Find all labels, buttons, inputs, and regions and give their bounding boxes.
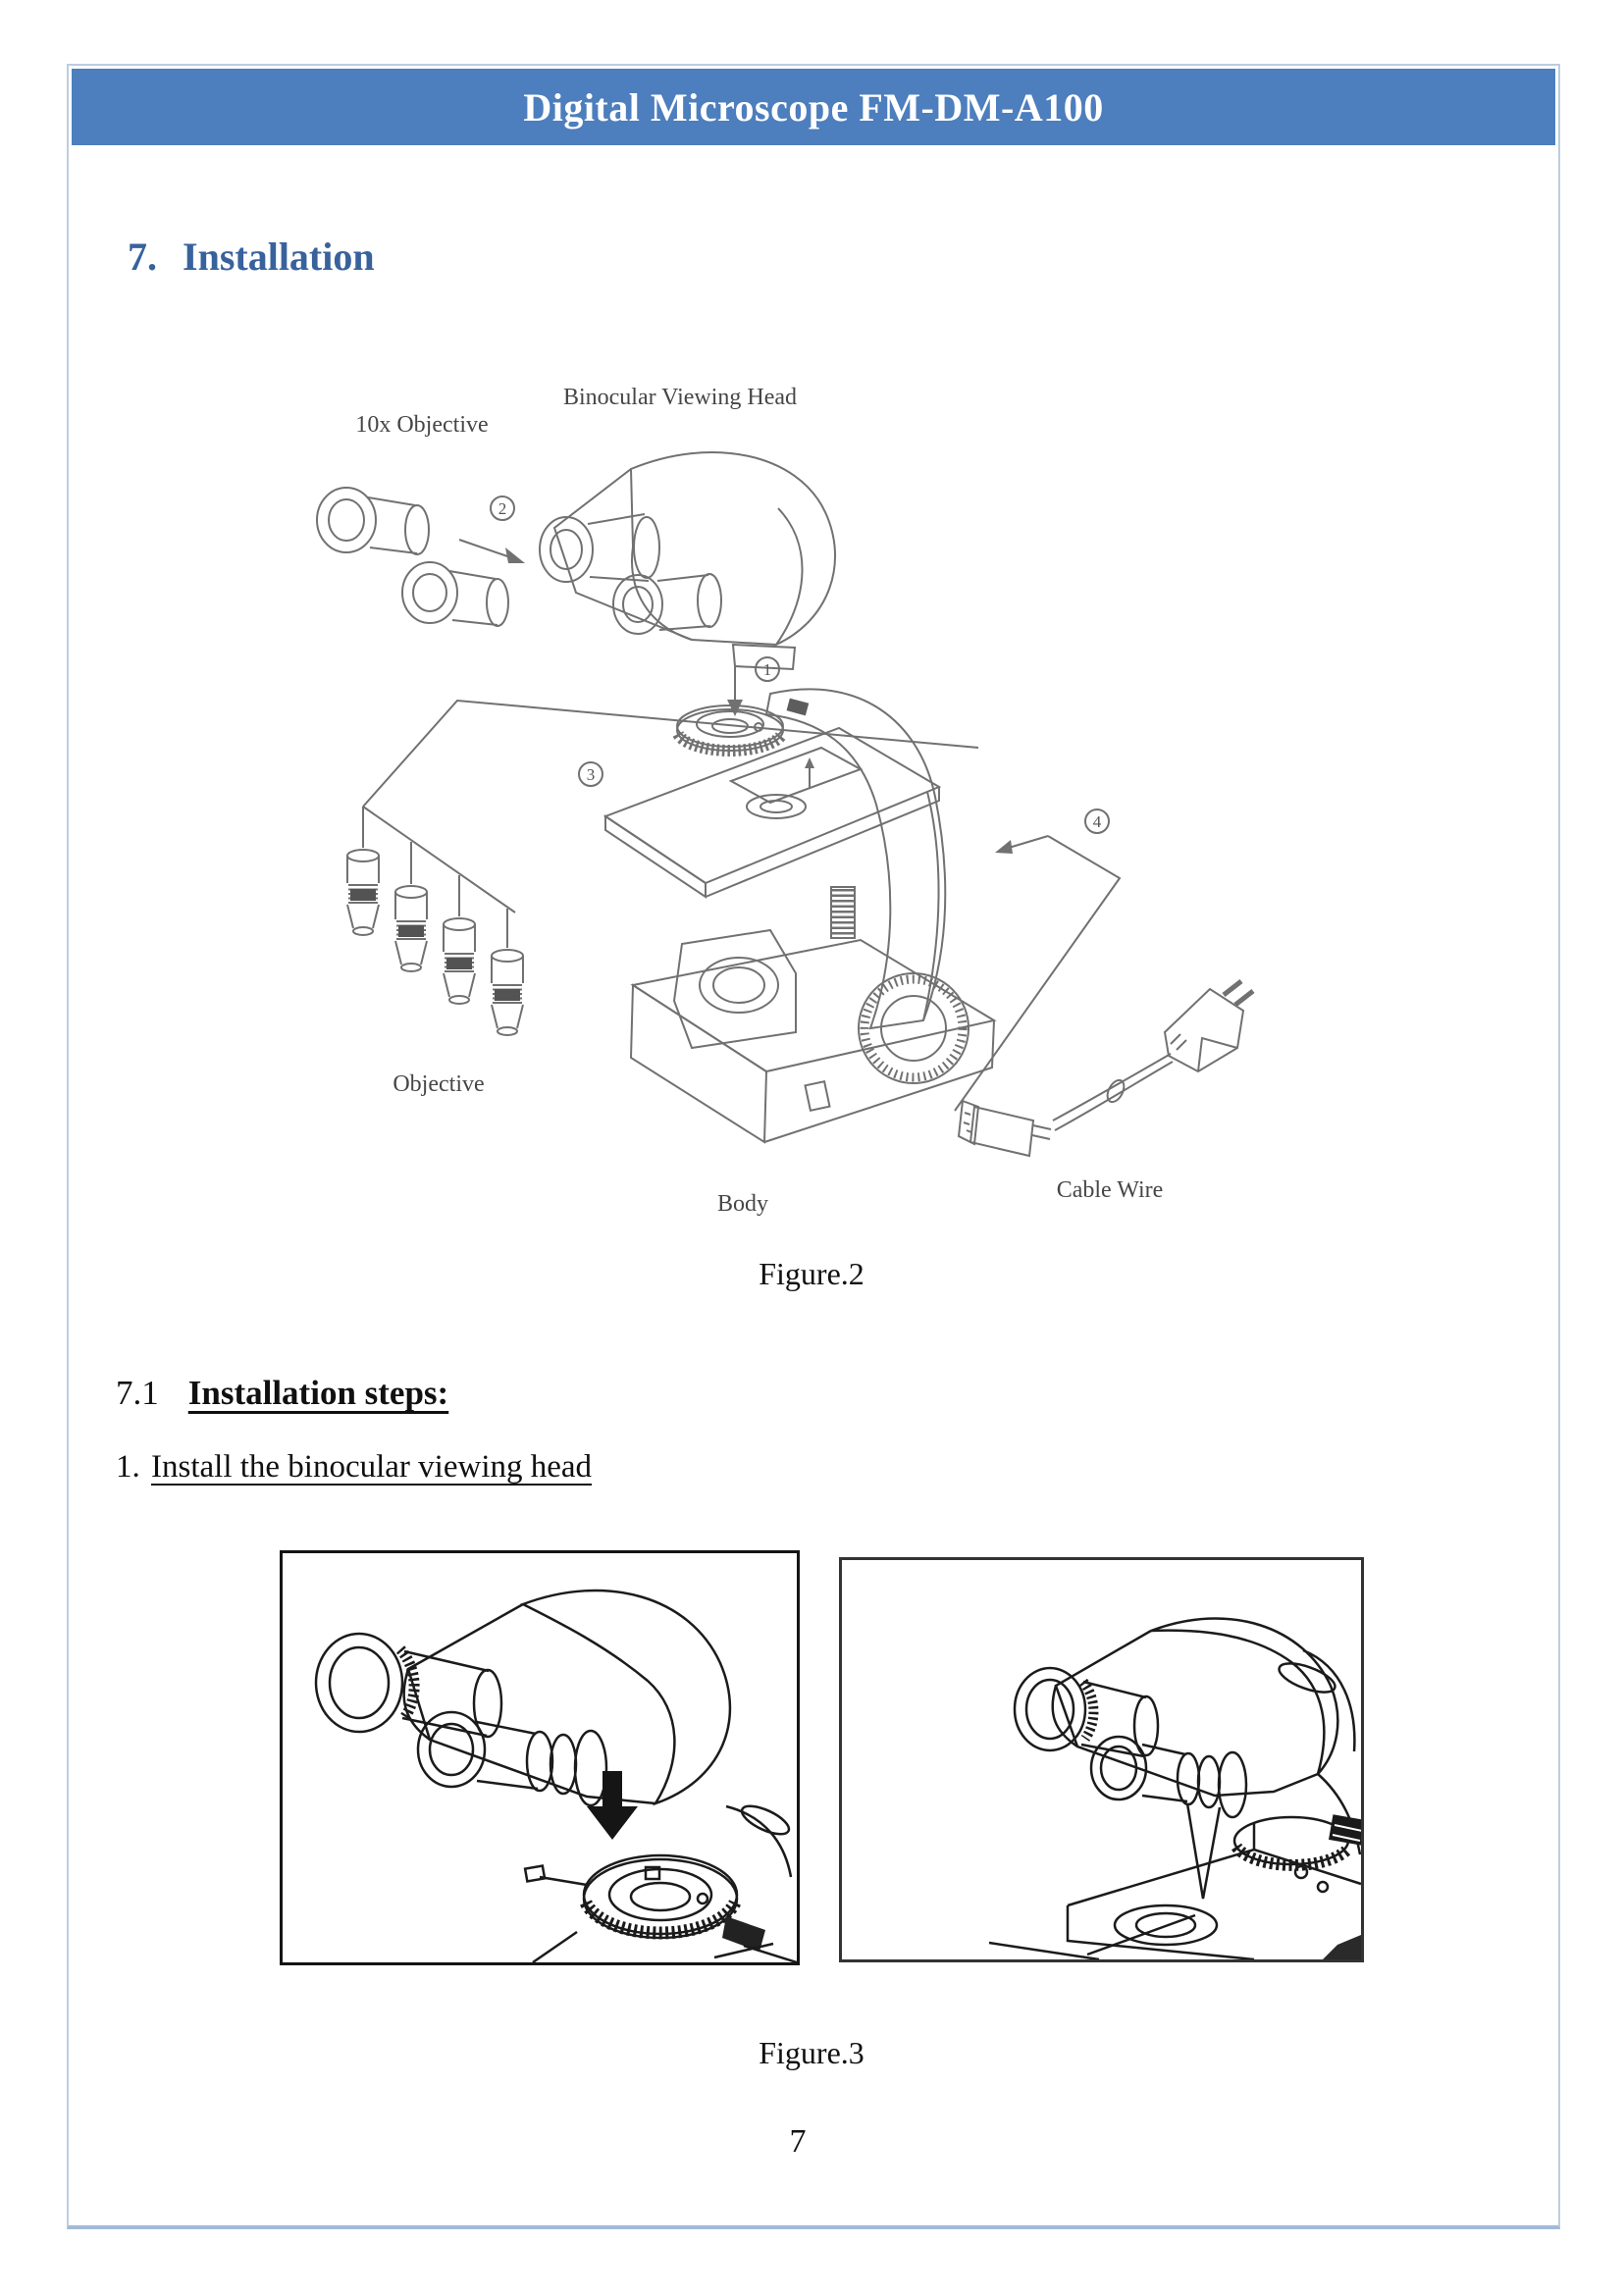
svg-text:1: 1 <box>763 660 772 679</box>
figure3-caption: Figure.3 <box>759 2035 864 2070</box>
figure2-illustration: 10x Objective Binocular Viewing Head Obj… <box>221 345 1261 1246</box>
label-body: Body <box>717 1191 768 1217</box>
step-1-number: 1. <box>116 1449 140 1485</box>
binocular-head-drawing <box>539 451 837 671</box>
label-binocular-viewing-head: Binocular Viewing Head <box>563 385 797 410</box>
section-heading: 7. Installation <box>128 234 375 280</box>
figure3-right-drawing <box>988 1617 1366 1961</box>
subsection-title: Installation steps: <box>187 1374 449 1412</box>
cable-leader-arrow-icon <box>954 835 1122 1112</box>
section-title: Installation <box>183 235 375 279</box>
annotation-4-badge: 4 <box>1084 808 1110 834</box>
svg-text:4: 4 <box>1093 812 1102 831</box>
page-number: 7 <box>789 2123 807 2160</box>
svg-text:2: 2 <box>498 499 507 518</box>
figure3-left-image <box>280 1550 800 1965</box>
annotation-2-badge: 2 <box>490 496 515 521</box>
eyepieces-drawing <box>316 487 509 627</box>
step-1-text: Install the binocular viewing head <box>151 1449 593 1485</box>
figure3-left-drawing <box>314 1589 798 1964</box>
insert-eyepiece-arrow-icon <box>458 539 525 563</box>
label-10x-objective: 10x Objective <box>355 412 488 438</box>
annotation-3-badge: 3 <box>578 761 603 787</box>
figure2-caption: Figure.2 <box>759 1256 864 1291</box>
section-number: 7. <box>128 235 157 279</box>
figure3-right-image <box>839 1557 1366 1962</box>
cable-wire-drawing <box>957 979 1255 1158</box>
annotation-1-badge: 1 <box>755 656 780 682</box>
microscope-body-drawing <box>602 688 997 1144</box>
page-header-bar: Digital Microscope FM-DM-A100 <box>72 69 1555 145</box>
label-objective: Objective <box>393 1071 484 1097</box>
mount-head-arrow-icon <box>727 667 743 716</box>
step-1: 1. Install the binocular viewing head <box>116 1449 592 1486</box>
svg-text:3: 3 <box>587 765 596 784</box>
label-cable-wire: Cable Wire <box>1057 1177 1164 1203</box>
document-title: Digital Microscope FM-DM-A100 <box>523 84 1104 130</box>
objective-lenses-drawing <box>346 699 979 1036</box>
subsection-heading: 7.1 Installation steps: <box>116 1374 448 1413</box>
subsection-number: 7.1 <box>116 1374 159 1412</box>
install-down-arrow-icon <box>587 1771 638 1840</box>
